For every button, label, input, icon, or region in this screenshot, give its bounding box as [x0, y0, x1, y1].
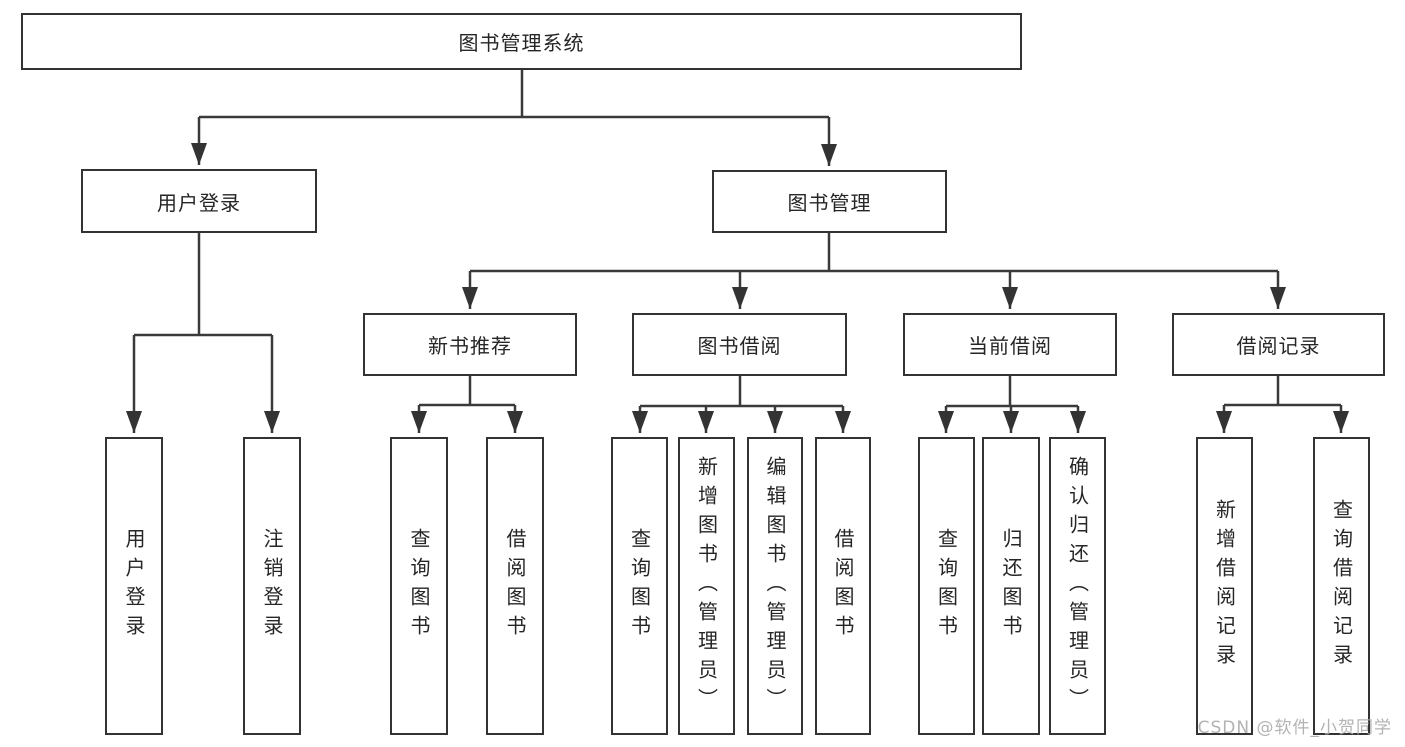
node-system-label: 图书管理系统	[458, 31, 585, 55]
leaf-add-book-admin: 新增图书（管理员）	[678, 437, 735, 735]
leaf-user-login-label: 用户登录	[122, 528, 146, 644]
node-borrow-records-label: 借阅记录	[1236, 334, 1321, 358]
leaf-borrow-query-book: 查询图书	[611, 437, 668, 735]
node-book-borrow: 图书借阅	[632, 313, 847, 376]
leaf-recommend-query-book: 查询图书	[390, 437, 448, 735]
leaf-query-borrow-record: 查询借阅记录	[1313, 437, 1370, 735]
leaf-return-book: 归还图书	[982, 437, 1040, 735]
leaf-edit-book-admin: 编辑图书（管理员）	[747, 437, 803, 735]
node-system: 图书管理系统	[21, 13, 1022, 70]
node-book-borrow-label: 图书借阅	[697, 334, 782, 358]
leaf-logout: 注销登录	[243, 437, 301, 735]
leaf-user-login: 用户登录	[105, 437, 163, 735]
leaf-confirm-return-admin: 确认归还（管理员）	[1049, 437, 1106, 735]
borrow-records-branch	[1216, 376, 1349, 433]
node-new-book-recommend: 新书推荐	[363, 313, 577, 376]
leaf-recommend-query-book-label: 查询图书	[407, 528, 431, 644]
leaf-edit-book-admin-label: 编辑图书（管理员）	[763, 455, 787, 717]
leaf-borrow-query-book-label: 查询图书	[627, 528, 652, 644]
node-borrow-records: 借阅记录	[1172, 313, 1385, 376]
node-new-book-recommend-label: 新书推荐	[428, 334, 512, 358]
book-borrow-branch	[632, 376, 851, 433]
leaf-add-borrow-record-label: 新增借阅记录	[1212, 499, 1237, 673]
node-current-borrow: 当前借阅	[903, 313, 1117, 376]
user-login-branch	[126, 233, 280, 433]
node-user-login-label: 用户登录	[157, 190, 241, 215]
current-borrow-branch	[938, 376, 1086, 433]
leaf-recommend-borrow-book-label: 借阅图书	[503, 528, 527, 644]
book-management-branch	[462, 233, 1286, 309]
new-book-recommend-branch	[411, 376, 523, 433]
leaf-current-query-book: 查询图书	[918, 437, 975, 735]
leaf-add-book-admin-label: 新增图书（管理员）	[694, 455, 719, 717]
leaf-return-book-label: 归还图书	[999, 528, 1023, 644]
leaf-borrow-book: 借阅图书	[815, 437, 871, 735]
node-user-login: 用户登录	[81, 169, 317, 233]
node-book-management-label: 图书管理	[787, 191, 872, 215]
leaf-logout-label: 注销登录	[260, 528, 284, 644]
csdn-watermark: CSDN @软件_小贺同学	[1197, 718, 1392, 738]
leaf-recommend-borrow-book: 借阅图书	[486, 437, 544, 735]
node-book-management: 图书管理	[712, 170, 947, 233]
leaf-borrow-book-label: 借阅图书	[831, 528, 855, 644]
root-branch	[191, 70, 837, 166]
leaf-confirm-return-admin-label: 确认归还（管理员）	[1065, 455, 1090, 717]
leaf-current-query-book-label: 查询图书	[934, 528, 959, 644]
leaf-query-borrow-record-label: 查询借阅记录	[1329, 499, 1354, 673]
node-current-borrow-label: 当前借阅	[968, 334, 1052, 358]
leaf-add-borrow-record: 新增借阅记录	[1196, 437, 1253, 735]
